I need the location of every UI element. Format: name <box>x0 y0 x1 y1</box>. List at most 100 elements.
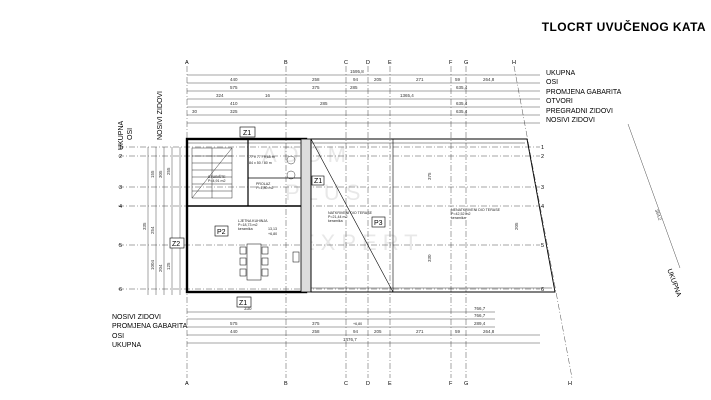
axis-grid <box>118 65 573 379</box>
dim-top-axis-7: 264,8 <box>483 77 495 82</box>
watermark-line-3: EXPERT <box>300 230 424 255</box>
legend-left-walls: NOSIVI ZIDOVI <box>112 314 162 321</box>
dim-right-3: 205 <box>514 222 519 230</box>
level-marker: +6,80 <box>353 322 362 326</box>
axis-num-6-right: 6 <box>541 287 544 293</box>
corridor-name: PROLAZ <box>256 182 271 186</box>
left-dimension-values: 155 305 255 335 254 204 125 1004 <box>142 167 171 272</box>
legend-right-partitions: PREGRADNI ZIDOVI <box>546 107 613 115</box>
top-dimensions <box>187 74 540 124</box>
dim-top-walls-2: 325 <box>230 109 238 114</box>
axis-label-f-bottom: F <box>449 381 453 387</box>
kitchen-window-dim: 13,13 <box>268 227 277 231</box>
bottom-dimensions <box>187 311 540 344</box>
drawing-title: TLOCRT UVUČENOG KATA <box>541 20 706 34</box>
terrace-open-floor: keramika <box>451 216 466 220</box>
room-labels: STUBIŠTE P=4,91 m2 PROLAZ P=1,80 m2 77 x… <box>208 155 501 326</box>
dim-bottom-change-2: 375 <box>312 321 320 326</box>
legend-left-total: UKUPNA <box>112 342 142 350</box>
axis-num-6: 6 <box>119 287 122 293</box>
terrace-covered-floor: keramika <box>328 219 343 223</box>
terrace-covered-area: P=21,44 m2 <box>328 215 347 219</box>
dim-left-6: 204 <box>158 264 163 272</box>
dim-top-total: 1595,8 <box>350 69 364 74</box>
corridor-area: P=1,80 m2 <box>256 186 273 190</box>
legend-left-change: PROMJENA GABARITA <box>112 323 188 331</box>
axis-num-1-right: 1 <box>541 145 544 151</box>
zone-tag-z1-right: Z1 <box>314 178 322 185</box>
dim-top-change-3: 285 <box>350 85 358 90</box>
dim-right-1: 375 <box>427 172 432 180</box>
dim-right-2: 330 <box>427 254 432 262</box>
stairs-name: STUBIŠTE <box>208 174 226 179</box>
legend-right: UKUPNA OSI PROMJENA GABARITA OTVORI PREG… <box>546 69 621 125</box>
staircase <box>191 147 296 199</box>
dim-top-axis-4: 205 <box>374 77 382 82</box>
axis-num-4-right: 4 <box>541 204 544 210</box>
legend-vertical-walls: NOSIVI ZIDOVI <box>157 90 164 140</box>
dim-bottom-axis-3: 94 <box>353 329 359 334</box>
legend-right-total: UKUPNA <box>546 70 576 77</box>
window-b-label: 84 x 50 / 80 m <box>249 161 272 165</box>
legend-right-change: PROMJENA GABARITA <box>546 88 622 96</box>
terrace-diagonal <box>310 138 394 293</box>
right-dimension-values: 375 330 205 354,2 <box>427 172 663 262</box>
axis-label-a: A <box>185 60 189 66</box>
dim-left-7: 125 <box>166 262 171 270</box>
table-top <box>246 243 262 281</box>
dim-top-walls-3: 635,4 <box>456 109 468 114</box>
dim-bottom-axis-2: 258 <box>312 329 320 334</box>
walls <box>185 137 556 294</box>
axis-label-b-bottom: B <box>284 381 288 387</box>
dim-top-partitions-3: 635,4 <box>456 101 468 106</box>
axis-label-g-bottom: G <box>464 381 468 387</box>
axis-label-h: H <box>512 60 516 66</box>
axis-label-g: G <box>464 60 468 66</box>
kitchen-floor: keramika <box>238 227 253 231</box>
dim-top-openings-3: 1365,4 <box>400 93 414 98</box>
dim-bottom-axis-4: 205 <box>374 329 382 334</box>
axis-num-5: 5 <box>119 243 122 249</box>
kitchen-table <box>239 243 300 281</box>
zone-tag-z1-bottom: Z1 <box>239 300 247 307</box>
legend-vertical-axes: OSI <box>127 127 134 140</box>
legend-left: NOSIVI ZIDOVI PROMJENA GABARITA OSI UKUP… <box>112 313 187 351</box>
kitchen-area: P=18,73 m2 <box>238 223 257 227</box>
dim-top-change-1: 575 <box>230 85 238 90</box>
zone-tag-z2: Z2 <box>172 241 180 248</box>
window-a-label: 77 x 77 / 9,65 m <box>249 155 275 159</box>
terrace-open-name: NENATKRIVENI DIO TERASE <box>451 208 501 212</box>
terrace-covered-name: NATKRIVENI DIO TERASE <box>328 211 373 215</box>
axis-numbers: 1 2 3 4 5 6 1 2 3 4 5 6 <box>119 145 544 293</box>
legend-right-axes: OSI <box>546 79 559 87</box>
dim-top-openings-2: 16 <box>265 93 271 98</box>
legend-right-walls: NOSIVI ZIDOVI <box>546 116 596 124</box>
dim-bottom-total: 1476,7 <box>343 337 357 342</box>
dim-top-axis-2: 258 <box>312 77 320 82</box>
dim-left-1: 155 <box>150 170 155 178</box>
terrace-open-area: P=42,52 m2 <box>451 212 470 216</box>
axis-label-c-bottom: C <box>344 381 348 387</box>
axis-letters: A B C D E F G H A B C D E F G H <box>185 60 572 387</box>
axis-label-e: E <box>388 60 392 66</box>
dim-top-axis-6: 59 <box>455 77 461 82</box>
axis-num-5-right: 5 <box>541 243 544 249</box>
dim-bottom-walls-2: 766,7 <box>474 306 486 311</box>
stairs-area: P=4,91 m2 <box>208 179 225 183</box>
dim-left-4: 335 <box>142 222 147 230</box>
dim-bottom-change-1: 575 <box>230 321 238 326</box>
zone-tag-z1-top: Z1 <box>243 130 251 137</box>
dim-bottom-axis-1: 440 <box>230 329 238 334</box>
axis-num-2-right: 2 <box>541 154 544 160</box>
dim-right-4: 354,2 <box>654 209 663 222</box>
dim-left-2: 305 <box>158 170 163 178</box>
dim-bottom-axis-6: 59 <box>455 329 461 334</box>
dim-top-partitions-1: 410 <box>230 101 238 106</box>
dim-left-3: 255 <box>166 167 171 175</box>
dim-left-5: 254 <box>150 226 155 234</box>
axis-label-d: D <box>366 60 370 66</box>
bottom-dimension-values: 330 766,7 766,7 575 375 289,4 440 258 94… <box>230 306 495 342</box>
kitchen-name: LJETNA KUHINJA <box>238 219 268 223</box>
dim-bottom-extra-1: 766,7 <box>474 313 486 318</box>
